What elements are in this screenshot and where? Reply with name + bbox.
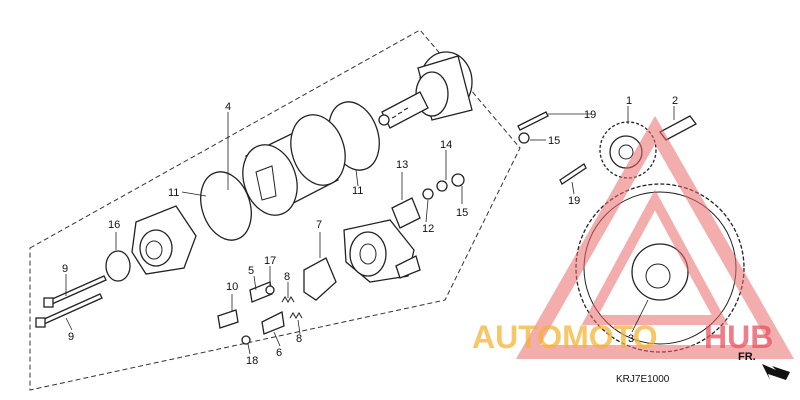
leader-lines (65, 106, 675, 355)
brush-6 (261, 311, 285, 335)
long-bolts (35, 275, 107, 328)
callout-10: 10 (226, 281, 238, 293)
screw-18 (241, 335, 251, 345)
brush-holder-part (303, 257, 337, 301)
callout-11-right: 11 (352, 185, 363, 197)
bolt-19-upper (517, 111, 549, 131)
callout-2: 2 (672, 95, 678, 107)
callout-5: 5 (248, 265, 254, 277)
watermark-text-b: HUB (704, 319, 773, 355)
callout-9-lower: 9 (68, 331, 74, 343)
callout-8-lower: 8 (296, 333, 302, 345)
callout-13: 13 (396, 159, 408, 171)
watermark-text-a: AUTOMOTO (472, 319, 657, 355)
callout-14: 14 (440, 139, 452, 151)
yoke-housing-part (242, 114, 346, 216)
seal-ring (105, 250, 131, 282)
washer-12 (422, 188, 434, 200)
nut-15-lower (451, 173, 465, 187)
brush-10 (217, 309, 239, 329)
bolt-19-lower (559, 163, 587, 185)
washer-17 (265, 285, 275, 295)
front-cover-part (131, 205, 197, 275)
spring-8-lower (289, 312, 303, 319)
callout-11-left: 11 (168, 187, 179, 199)
callout-6: 6 (276, 347, 282, 359)
spring-8-upper (281, 296, 295, 303)
nut-15-upper (518, 132, 530, 144)
front-direction-arrow (762, 364, 790, 380)
callout-19-upper: 19 (584, 109, 596, 121)
callout-3: 3 (628, 333, 634, 345)
callout-9-upper: 9 (62, 263, 68, 275)
armature-part (378, 51, 473, 129)
callout-18: 18 (246, 355, 258, 367)
callout-16: 16 (108, 219, 120, 231)
callout-4: 4 (225, 101, 231, 113)
diagram-code: KRJ7E1000 (616, 374, 670, 385)
watermark-logo (515, 115, 795, 359)
washer-14 (436, 180, 448, 192)
o-ring-lower (200, 171, 252, 241)
rear-cover-part (343, 219, 421, 283)
callout-19-lower: 19 (568, 195, 580, 207)
callout-1: 1 (626, 95, 632, 107)
callout-7: 7 (316, 219, 322, 231)
callout-15-lower: 15 (456, 207, 468, 219)
direction-label: FR. (738, 351, 756, 363)
callout-12: 12 (422, 223, 434, 235)
callout-15-upper: 15 (548, 135, 560, 147)
reduction-gear-part (391, 197, 421, 229)
assembly-boundary (29, 29, 521, 391)
callout-8-upper: 8 (284, 271, 290, 283)
callout-17: 17 (264, 255, 276, 267)
